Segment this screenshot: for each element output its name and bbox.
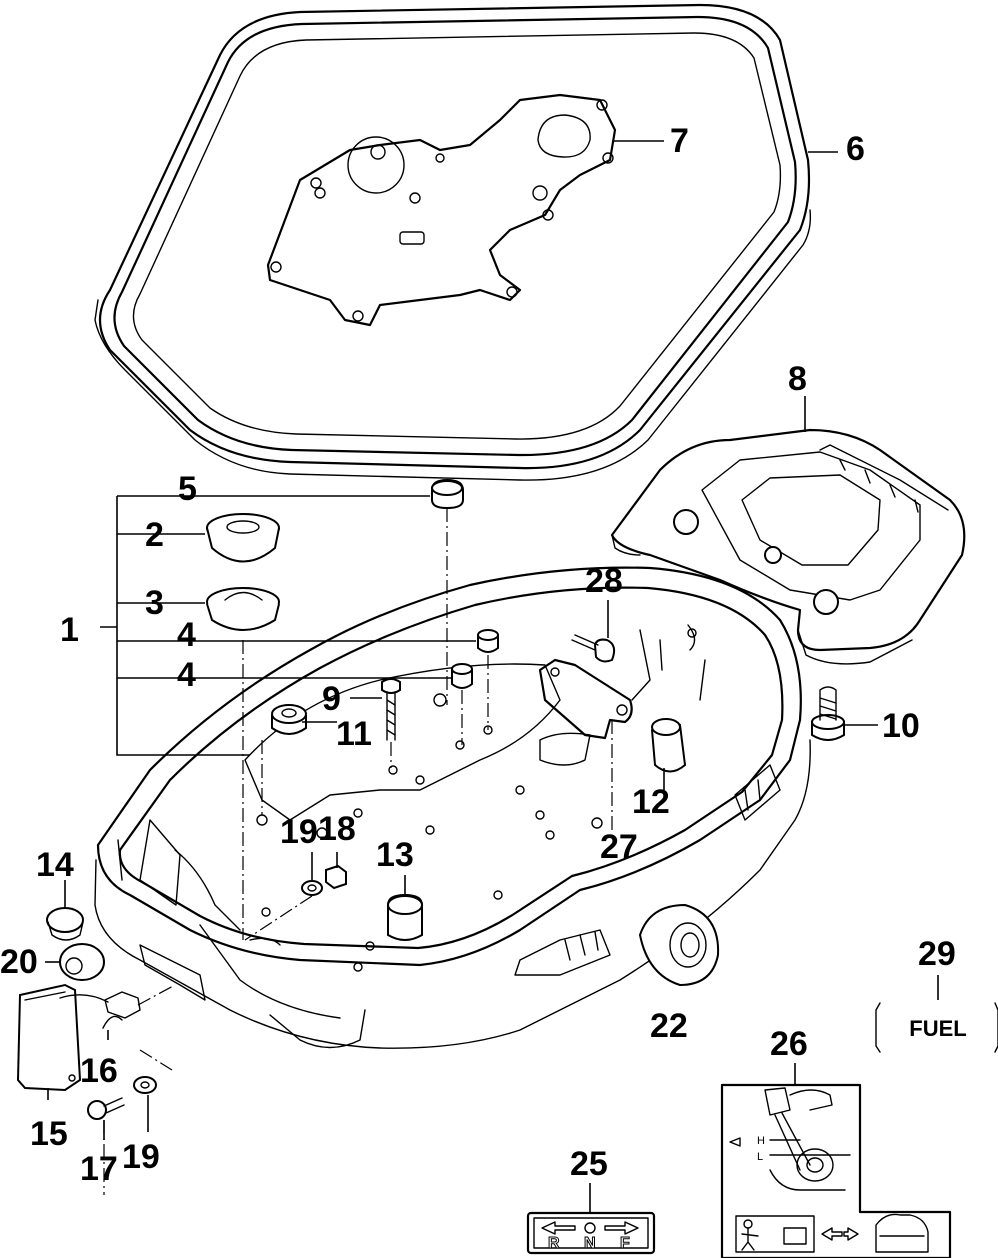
- callout-7: 7: [670, 122, 689, 160]
- callout-9: 9: [322, 680, 341, 718]
- callout-6: 6: [846, 130, 865, 168]
- callout-8: 8: [788, 360, 807, 398]
- callout-18: 18: [318, 810, 356, 848]
- callout-10: 10: [882, 707, 920, 745]
- callout-28: 28: [585, 562, 623, 600]
- callout-11: 11: [336, 715, 372, 753]
- assembly-lines: [103, 508, 613, 1195]
- callout-13: 13: [376, 836, 414, 874]
- callout-19-upper: 19: [280, 813, 318, 851]
- callout-12: 12: [632, 783, 670, 821]
- gasket-plate: [266, 93, 617, 327]
- callout-4-lower: 4: [177, 656, 196, 694]
- shift-letter-n: N: [584, 1235, 596, 1252]
- callout-25: 25: [570, 1145, 608, 1183]
- carrying-handle: [610, 428, 966, 665]
- callout-2: 2: [145, 516, 164, 554]
- fuel-decal: FUEL: [875, 1002, 998, 1053]
- callout-1: 1: [60, 611, 79, 649]
- fuel-decal-text: FUEL: [909, 1016, 966, 1041]
- callout-29: 29: [918, 935, 956, 973]
- callout-22: 22: [650, 1007, 688, 1045]
- callout-14: 14: [36, 846, 74, 884]
- callout-26: 26: [770, 1025, 808, 1063]
- oil-level-decal: H L: [720, 1083, 952, 1258]
- callout-27: 27: [600, 828, 638, 866]
- top-cover-seal: [94, 3, 812, 481]
- oil-level-high-text: H: [757, 1135, 765, 1147]
- small-parts: [16, 478, 845, 1120]
- callout-3: 3: [145, 584, 164, 622]
- callout-20: 20: [0, 943, 38, 981]
- callout-labels: 1 2 3 4 4 5 6 7 8 9 10 11 12 13 14 15 16…: [0, 122, 956, 1188]
- bracket: [538, 658, 633, 740]
- bottom-cowl: [94, 566, 811, 1049]
- shift-decal: R N F: [526, 1211, 656, 1255]
- callout-17: 17: [80, 1150, 118, 1188]
- callout-5: 5: [178, 470, 197, 508]
- leader-lines: [45, 140, 939, 1212]
- callout-15: 15: [30, 1115, 68, 1153]
- callout-16: 16: [80, 1052, 118, 1090]
- shift-letter-f: F: [620, 1235, 630, 1252]
- oil-level-low-text: L: [757, 1151, 763, 1163]
- callout-19-lower: 19: [122, 1138, 160, 1176]
- callout-4-upper: 4: [177, 616, 196, 654]
- shift-letter-r: R: [548, 1235, 560, 1252]
